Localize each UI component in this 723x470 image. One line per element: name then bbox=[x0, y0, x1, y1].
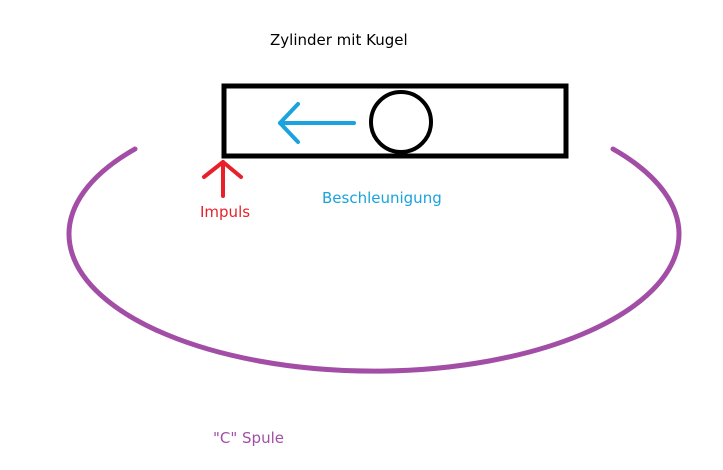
impulse-label: Impuls bbox=[200, 203, 251, 221]
acceleration-arrow bbox=[278, 102, 356, 144]
coil-arc bbox=[66, 146, 682, 374]
coil-label: "C" Spule bbox=[213, 429, 284, 447]
title-label: Zylinder mit Kugel bbox=[270, 31, 408, 49]
cylinder-rect bbox=[221, 83, 569, 159]
ball-circle bbox=[369, 90, 433, 154]
acceleration-label: Beschleunigung bbox=[322, 189, 442, 207]
impulse-arrow bbox=[202, 160, 243, 198]
